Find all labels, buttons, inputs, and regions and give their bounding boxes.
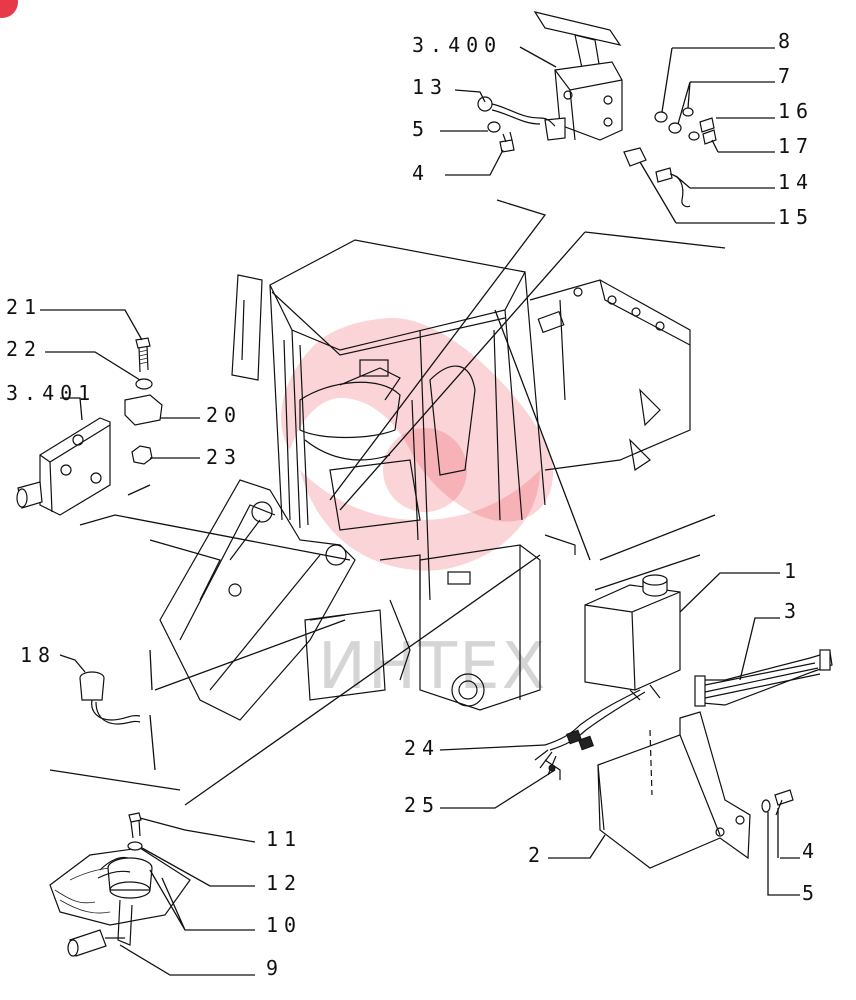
callout-25: 25 [404,793,440,817]
callout-20: 20 [206,403,242,427]
tank-bracket [597,711,751,869]
callout-8: 8 [778,29,796,53]
corner-badge-icon [0,0,18,18]
fuel-sender-assembly [49,847,191,957]
hose-fitting-14 [655,167,691,208]
callout-17: 17 [778,134,814,158]
callout-14: 14 [778,170,814,194]
callout-4-top: 4 [412,161,430,185]
callout-2: 2 [528,843,546,867]
fitting-15 [623,147,647,167]
fittings-group [654,107,717,145]
sensor-wire [477,96,556,127]
valve-3401 [16,417,111,516]
washer-5b [761,799,771,813]
washer-12 [127,841,143,851]
callout-5-right: 5 [802,881,820,905]
callout-23: 23 [206,445,242,469]
nut-23 [131,445,153,465]
callout-16: 16 [778,99,814,123]
callout-labels: 3.400 13 5 4 8 7 16 17 14 15 21 22 3.401… [6,29,820,980]
bolt-11 [128,812,142,839]
callout-3401: 3.401 [6,381,96,405]
bolt-4b [774,789,794,816]
callout-3: 3 [784,599,802,623]
washer-top [487,121,501,133]
washer-22 [135,378,153,390]
mounting-strap [694,649,833,707]
wiring-harness [534,689,646,780]
bracket-20 [124,394,163,426]
watermark-text: ИНТЕХ [318,630,547,704]
callout-24: 24 [404,736,440,760]
callout-1: 1 [784,559,802,583]
callout-10: 10 [266,913,302,937]
callout-13: 13 [412,75,448,99]
bolt-top [499,131,515,153]
pedal-valve-assembly [533,11,623,141]
callout-11: 11 [266,827,302,851]
plug-connector-18 [79,671,141,725]
watermark-logo: ИНТЕХ [281,318,553,704]
callout-5-top: 5 [412,117,430,141]
callout-4-right: 4 [802,839,820,863]
callout-9: 9 [266,956,284,980]
callout-21: 21 [6,295,42,319]
callout-12: 12 [266,871,302,895]
callout-7: 7 [778,64,796,88]
bolt-21 [135,337,151,373]
callout-15: 15 [778,205,814,229]
reservoir-tank [584,574,681,701]
leader-lines [40,46,800,976]
callout-18: 18 [20,643,56,667]
callout-22: 22 [6,337,42,361]
callout-3400: 3.400 [412,33,502,57]
